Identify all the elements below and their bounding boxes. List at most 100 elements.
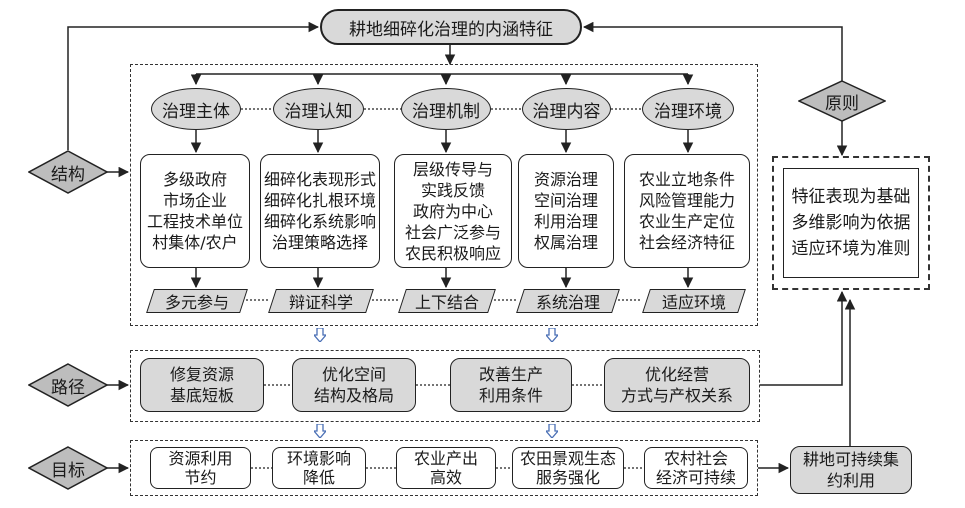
- principle-line: 多维影响为依据: [791, 213, 911, 233]
- path-card-1: 修复资源 基底短板: [140, 358, 264, 412]
- path-line: 修复资源: [169, 365, 234, 384]
- goal-line: 农村社会: [663, 449, 728, 468]
- goal-card-3: 农业产出 高效: [396, 447, 496, 489]
- feature-label: 多元参与: [164, 293, 229, 312]
- oval-dimension-1: 治理主体: [151, 88, 241, 130]
- structure-feedback-line: [67, 21, 320, 150]
- goal-card-2: 环境影响 降低: [272, 447, 366, 489]
- path-label: 路径: [51, 377, 85, 398]
- goal-frame: [130, 440, 758, 496]
- card-line: 多级政府: [162, 170, 227, 189]
- card-line: 治理策略选择: [271, 233, 368, 252]
- goal-label: 目标: [51, 460, 85, 481]
- path-card-3: 改善生产 利用条件: [450, 358, 572, 412]
- goal-line: 农业产出: [413, 449, 478, 468]
- principle-box: 特征表现为基础 多维影响为依据 适应环境为准则: [783, 168, 919, 278]
- path-line: 优化空间: [321, 365, 386, 384]
- card-line: 社会广泛参与: [404, 222, 501, 242]
- outcome-box: 耕地可持续集 约利用: [790, 446, 912, 494]
- blue-down-arrow-4: [546, 424, 558, 438]
- card-dimension-2: 细碎化表现形式 细碎化扎根环境 细碎化系统影响 治理策略选择: [260, 154, 380, 268]
- goal-line: 服务强化: [535, 468, 600, 487]
- feature-label: 上下结合: [414, 293, 479, 312]
- goal-line: 资源利用: [168, 449, 233, 468]
- goal-line: 农田景观生态: [519, 449, 616, 468]
- blue-down-arrow-2: [546, 328, 558, 342]
- path-frame: [130, 350, 760, 422]
- path-card-2: 优化空间 结构及格局: [292, 358, 416, 412]
- oval-dimension-4: 治理内容: [522, 88, 611, 130]
- card-line: 细碎化扎根环境: [263, 191, 376, 210]
- oval-label: 治理机制: [412, 101, 480, 122]
- feature-3: 上下结合: [398, 289, 496, 313]
- structure-frame: [130, 64, 758, 326]
- feature-5: 适应环境: [642, 289, 746, 313]
- blue-down-arrow-1: [314, 328, 326, 342]
- structure-diamond: 结构: [28, 150, 108, 194]
- path-line: 基底短板: [169, 386, 234, 405]
- feature-1: 多元参与: [146, 289, 248, 313]
- goal-diamond: 目标: [28, 446, 108, 490]
- feature-label: 适应环境: [661, 293, 726, 312]
- principle-frame: [772, 156, 930, 290]
- card-line: 农业立地条件: [638, 170, 735, 189]
- path-line: 改善生产: [478, 365, 543, 384]
- card-line: 市场企业: [162, 191, 227, 210]
- main-title: 耕地细碎化治理的内涵特征: [320, 9, 582, 45]
- principle-line: 特征表现为基础: [791, 187, 911, 207]
- card-line: 利用治理: [533, 212, 598, 231]
- goal-line: 高效: [429, 468, 462, 487]
- card-line: 细碎化表现形式: [263, 170, 376, 189]
- card-line: 细碎化系统影响: [263, 212, 376, 231]
- card-line: 社会经济特征: [638, 233, 735, 252]
- oval-label: 治理主体: [162, 101, 230, 122]
- outcome-line: 耕地可持续集: [802, 450, 899, 469]
- path-to-principle-line: [760, 290, 848, 386]
- path-card-4: 优化经营 方式与产权关系: [604, 358, 750, 412]
- main-title-text: 耕地细碎化治理的内涵特征: [349, 19, 553, 40]
- card-line: 风险管理能力: [638, 191, 735, 210]
- card-line: 实践反馈: [420, 180, 485, 200]
- oval-dimension-2: 治理认知: [273, 88, 364, 130]
- goal-card-1: 资源利用 节约: [150, 447, 251, 489]
- goal-line: 降低: [302, 468, 335, 487]
- card-line: 农民积极响应: [404, 243, 501, 263]
- structure-label: 结构: [51, 164, 85, 185]
- feature-2: 辩证科学: [268, 289, 374, 313]
- feature-label: 辩证科学: [288, 293, 353, 312]
- oval-dotted-links: [241, 108, 644, 469]
- card-dimension-4: 资源治理 空间治理 利用治理 权属治理: [518, 154, 614, 268]
- card-line: 政府为中心: [412, 201, 493, 221]
- principle-line: 适应环境为准则: [791, 239, 911, 259]
- card-line: 层级传导与: [412, 159, 493, 179]
- oval-label: 治理内容: [532, 101, 601, 122]
- card-dimension-1: 多级政府 市场企业 工程技术单位 村集体/农户: [140, 154, 250, 268]
- outcome-line: 约利用: [826, 471, 875, 490]
- card-line: 农业生产定位: [638, 212, 735, 231]
- oval-label: 治理环境: [654, 101, 722, 122]
- card-line: 空间治理: [533, 191, 598, 210]
- goal-line: 环境影响: [286, 449, 351, 468]
- principle-feedback-line: [582, 21, 843, 82]
- path-line: 方式与产权关系: [620, 386, 733, 405]
- path-line: 优化经营: [644, 365, 709, 384]
- path-line: 利用条件: [478, 386, 543, 405]
- goal-card-4: 农田景观生态 服务强化: [512, 447, 624, 489]
- card-line: 资源治理: [533, 170, 598, 189]
- card-line: 村集体/农户: [152, 233, 238, 252]
- card-line: 权属治理: [533, 233, 598, 252]
- oval-dimension-5: 治理环境: [642, 88, 734, 130]
- card-dimension-3: 层级传导与 实践反馈 政府为中心 社会广泛参与 农民积极响应: [394, 154, 512, 268]
- card-line: 工程技术单位: [146, 212, 243, 231]
- feature-4: 系统治理: [516, 289, 620, 313]
- principle-diamond: 原则: [798, 80, 886, 122]
- goal-card-5: 农村社会 经济可持续: [644, 447, 748, 489]
- feature-label: 系统治理: [535, 293, 600, 312]
- card-dimension-5: 农业立地条件 风险管理能力 农业生产定位 社会经济特征: [624, 154, 750, 268]
- goal-line: 节约: [184, 468, 217, 487]
- principle-label: 原则: [825, 93, 859, 114]
- path-diamond: 路径: [28, 363, 108, 407]
- path-line: 结构及格局: [313, 386, 394, 405]
- oval-label: 治理认知: [284, 101, 353, 122]
